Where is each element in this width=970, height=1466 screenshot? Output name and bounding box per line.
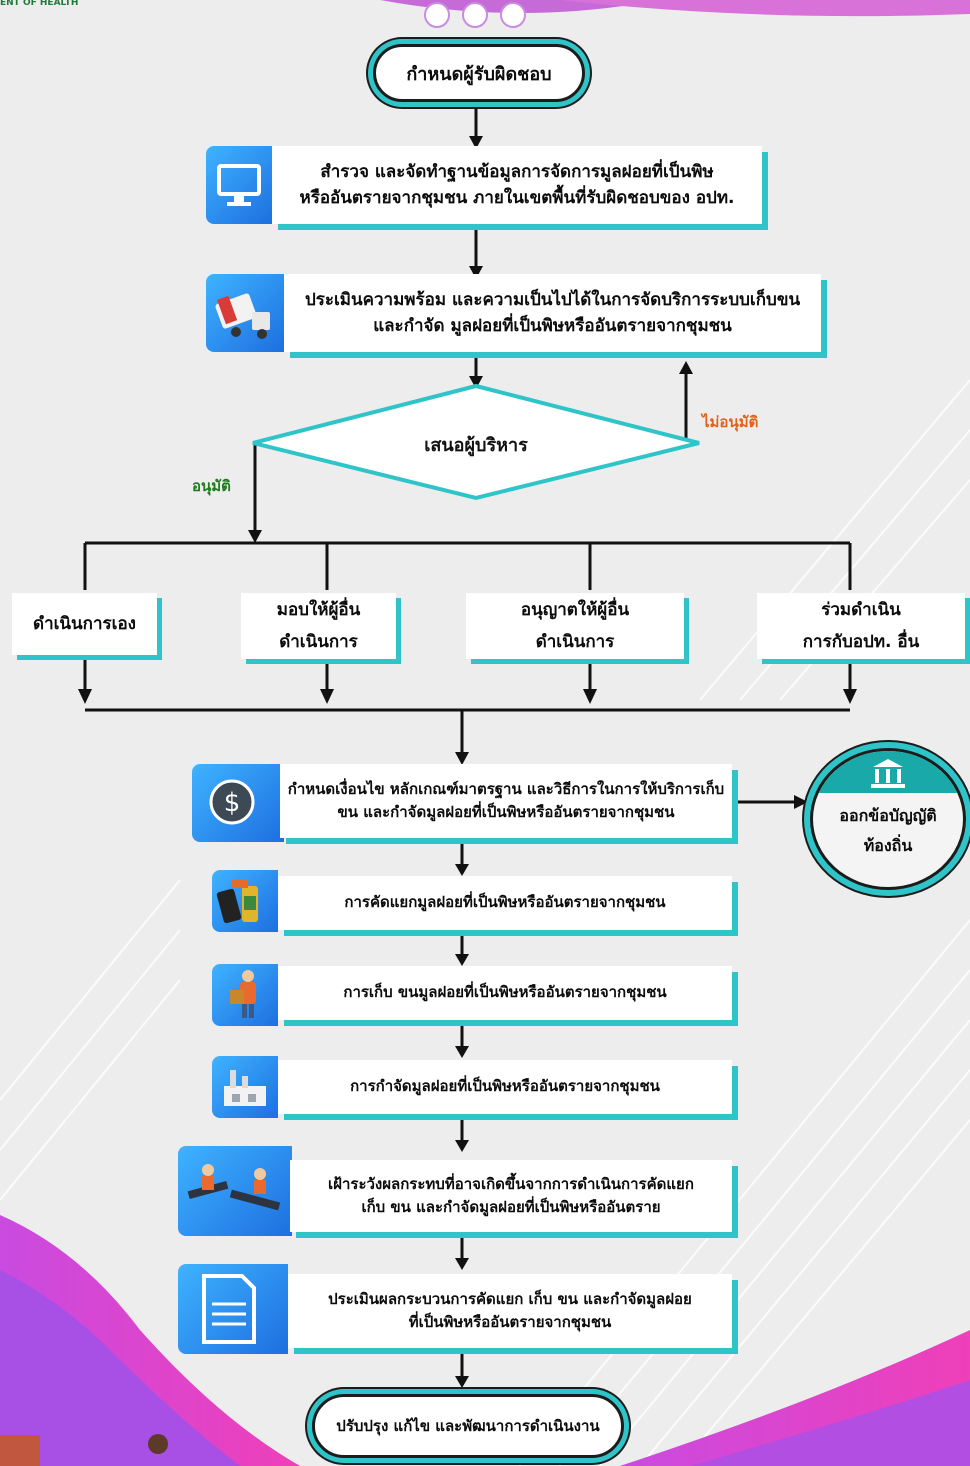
law-cap bbox=[813, 751, 963, 793]
approve-label: อนุมัติ bbox=[192, 477, 231, 495]
step-icon-box: $ bbox=[192, 764, 284, 842]
option-joint-line-2: การกับอปท. อื่น bbox=[802, 632, 920, 652]
garbage-truck-icon bbox=[215, 293, 270, 339]
step-assess: ประเมินความพร้อม และความเป็นไปได้ในการจั… bbox=[284, 274, 821, 352]
step-icon-box bbox=[206, 274, 284, 352]
process-conditions-line-2: ขน และกำจัดมูลฝอยที่เป็นพิษหรืออันตรายจา… bbox=[337, 803, 675, 821]
document-icon bbox=[202, 1274, 256, 1344]
process-collection: การเก็บ ขนมูลฝอยที่เป็นพิษหรืออันตรายจาก… bbox=[278, 966, 732, 1020]
process-evaluation: ประเมินผลกระบวนการคัดแยก เก็บ ขน และกำจั… bbox=[288, 1274, 732, 1348]
local-ordinance-node: ออกข้อบัญญัติ ท้องถิ่น bbox=[810, 748, 966, 890]
option-self-operate: ดำเนินการเอง bbox=[12, 593, 157, 655]
start-label: กำหนดผู้รับผิดชอบ bbox=[406, 63, 552, 85]
process-sorting: การคัดแยกมูลฝอยที่เป็นพิษหรืออันตรายจากช… bbox=[278, 876, 732, 930]
step-assess-line-1: ประเมินความพร้อม และความเป็นไปได้ในการจั… bbox=[304, 289, 801, 310]
step-icon-box bbox=[212, 964, 278, 1026]
government-building-icon bbox=[871, 759, 905, 788]
law-line-2: ท้องถิ่น bbox=[863, 836, 913, 856]
end-label: ปรับปรุง แก้ไข และพัฒนาการดำเนินงาน bbox=[336, 1417, 600, 1435]
option-permit-line-2: ดำเนินการ bbox=[535, 632, 615, 652]
option-delegate-line-1: มอบให้ผู้อื่น bbox=[276, 599, 361, 620]
step-survey-line-2: หรืออันตรายจากชุมชน ภายในเขตพื้นที่รับผิ… bbox=[299, 188, 735, 208]
step-icon-box bbox=[212, 1056, 278, 1118]
process-evaluation-line-2: ที่เป็นพิษหรืออันตรายจากชุมชน bbox=[408, 1313, 612, 1331]
end-node: ปรับปรุง แก้ไข และพัฒนาการดำเนินงาน bbox=[312, 1394, 624, 1458]
reject-label: ไม่อนุมัติ bbox=[702, 413, 759, 431]
law-line-1: ออกข้อบัญญัติ bbox=[839, 806, 937, 825]
step-icon-box bbox=[178, 1264, 288, 1354]
process-conditions: กำหนดเงื่อนไข หลักเกณฑ์มาตรฐาน และวิธีกา… bbox=[280, 764, 732, 838]
monitor-icon bbox=[217, 164, 261, 206]
process-disposal-label: การกำจัดมูลฝอยที่เป็นพิษหรืออันตรายจากชุ… bbox=[350, 1077, 660, 1096]
process-sorting-label: การคัดแยกมูลฝอยที่เป็นพิษหรืออันตรายจากช… bbox=[344, 893, 666, 912]
option-joint: ร่วมดำเนิน การกับอปท. อื่น bbox=[757, 593, 965, 659]
step-survey: สำรวจ และจัดทำฐานข้อมูลการจัดการมูลฝอยที… bbox=[272, 146, 762, 224]
process-evaluation-line-1: ประเมินผลกระบวนการคัดแยก เก็บ ขน และกำจั… bbox=[328, 1289, 692, 1308]
step-assess-line-2: และกำจัด มูลฝอยที่เป็นพิษหรืออันตรายจากช… bbox=[373, 316, 732, 336]
process-disposal: การกำจัดมูลฝอยที่เป็นพิษหรืออันตรายจากชุ… bbox=[278, 1060, 732, 1114]
step-icon-box bbox=[178, 1146, 292, 1236]
decision-diamond bbox=[252, 383, 700, 501]
factory-icon bbox=[224, 1070, 266, 1106]
option-permit: อนุญาตให้ผู้อื่น ดำเนินการ bbox=[466, 593, 684, 659]
option-permit-line-1: อนุญาตให้ผู้อื่น bbox=[520, 599, 630, 620]
process-conditions-line-1: กำหนดเงื่อนไข หลักเกณฑ์มาตรฐาน และวิธีกา… bbox=[287, 779, 725, 798]
process-collection-label: การเก็บ ขนมูลฝอยที่เป็นพิษหรืออันตรายจาก… bbox=[343, 983, 667, 1002]
step-icon-box bbox=[206, 146, 272, 224]
conveyor-icon bbox=[187, 1164, 281, 1211]
dollar-icon: $ bbox=[209, 779, 255, 825]
process-monitoring: เฝ้าระวังผลกระทบที่อาจเกิดขึ้นจากการดำเน… bbox=[290, 1160, 732, 1232]
option-self-operate-label: ดำเนินการเอง bbox=[33, 613, 136, 634]
step-icon-box bbox=[212, 870, 278, 932]
option-delegate: มอบให้ผู้อื่น ดำเนินการ bbox=[241, 593, 396, 659]
start-node: กำหนดผู้รับผิดชอบ bbox=[373, 44, 585, 102]
worker-icon bbox=[230, 970, 256, 1018]
decision-label: เสนอผู้บริหาร bbox=[424, 435, 528, 456]
option-delegate-line-2: ดำเนินการ bbox=[279, 632, 358, 652]
option-joint-line-1: ร่วมดำเนิน bbox=[821, 599, 901, 620]
step-survey-line-1: สำรวจ และจัดทำฐานข้อมูลการจัดการมูลฝอยที… bbox=[320, 161, 714, 182]
hazardous-waste-icon bbox=[216, 880, 258, 924]
process-monitoring-line-2: เก็บ ขน และกำจัดมูลฝอยที่เป็นพิษหรืออันต… bbox=[361, 1198, 661, 1216]
header-org-text: ENT OF HEALTH bbox=[0, 0, 79, 8]
svg-text:$: $ bbox=[224, 788, 241, 818]
process-monitoring-line-1: เฝ้าระวังผลกระทบที่อาจเกิดขึ้นจากการดำเน… bbox=[328, 1174, 694, 1193]
